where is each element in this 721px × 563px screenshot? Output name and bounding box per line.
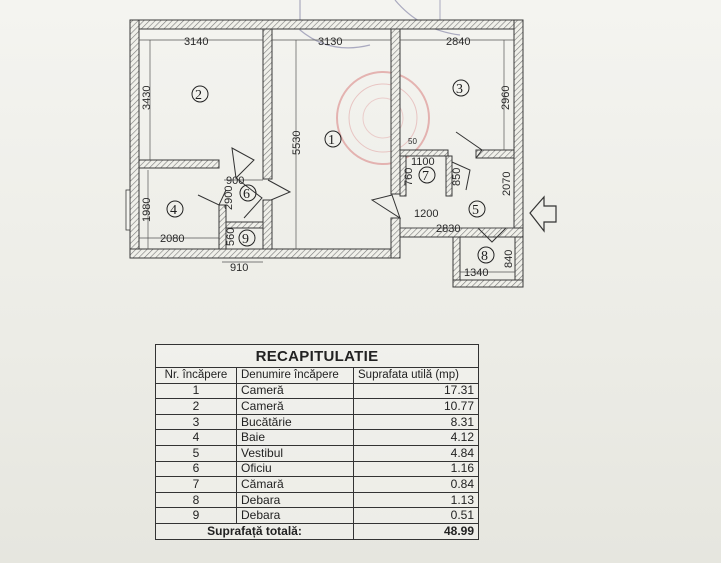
row-area: 17.31 bbox=[353, 382, 479, 400]
dim-2840: 2840 bbox=[446, 36, 470, 48]
recap-table: RECAPITULATIE Nr. încăpere Denumire încă… bbox=[155, 344, 479, 540]
dim-5530: 5530 bbox=[291, 131, 303, 155]
row-area: 0.84 bbox=[353, 476, 479, 493]
row-area: 4.84 bbox=[353, 444, 479, 462]
dim-1100: 1100 bbox=[411, 156, 435, 168]
walls bbox=[125, 19, 524, 288]
row-nr: 7 bbox=[155, 476, 237, 493]
row-nr: 4 bbox=[155, 429, 237, 446]
row-name: Debara bbox=[236, 491, 354, 509]
row-area: 1.13 bbox=[353, 491, 479, 509]
dim-2960: 2960 bbox=[500, 86, 512, 110]
dim-2900: 2900 bbox=[223, 186, 235, 210]
row-nr: 5 bbox=[155, 444, 237, 462]
doors bbox=[197, 131, 507, 243]
dim-910: 910 bbox=[230, 262, 248, 274]
row-area: 8.31 bbox=[353, 413, 479, 431]
dim-1340: 1340 bbox=[464, 267, 488, 279]
row-nr: 1 bbox=[155, 382, 237, 400]
table-row: 8 Debara 1.13 bbox=[155, 491, 479, 509]
row-nr: 2 bbox=[155, 398, 237, 415]
header-name: Denumire încăpere bbox=[236, 367, 354, 384]
table-row: 2 Cameră 10.77 bbox=[155, 398, 479, 415]
stamp-red bbox=[336, 71, 430, 165]
table-row: 3 Bucătărie 8.31 bbox=[155, 413, 479, 431]
dim-560: 560 bbox=[225, 228, 237, 246]
header-area: Suprafata utilă (mp) bbox=[353, 367, 479, 384]
recap-title: RECAPITULATIE bbox=[155, 344, 479, 368]
row-area: 0.51 bbox=[353, 507, 479, 524]
dim-3430: 3430 bbox=[141, 86, 153, 110]
row-area: 10.77 bbox=[353, 398, 479, 415]
row-nr: 8 bbox=[155, 491, 237, 509]
room-number-7: 7 bbox=[422, 169, 429, 184]
dim-900: 900 bbox=[226, 175, 244, 187]
row-name: Bucătărie bbox=[236, 413, 354, 431]
dim-840: 840 bbox=[503, 250, 515, 268]
total-row: Suprafață totală: 48.99 bbox=[155, 522, 479, 540]
dimension-lines bbox=[139, 39, 515, 273]
room-number-4: 4 bbox=[170, 203, 177, 218]
table-row: 4 Baie 4.12 bbox=[155, 429, 479, 446]
entrance-arrow-icon bbox=[529, 195, 557, 233]
row-name: Oficiu bbox=[236, 460, 354, 478]
dim-1980: 1980 bbox=[141, 198, 153, 222]
row-area: 1.16 bbox=[353, 460, 479, 478]
row-name: Cameră bbox=[236, 398, 354, 415]
row-nr: 6 bbox=[155, 460, 237, 478]
room-markers bbox=[166, 79, 495, 264]
dim-760: 760 bbox=[403, 168, 415, 186]
row-nr: 3 bbox=[155, 413, 237, 431]
row-name: Cămară bbox=[236, 476, 354, 493]
dim-850: 850 bbox=[451, 168, 463, 186]
total-value: 48.99 bbox=[353, 522, 479, 540]
dim-2070: 2070 bbox=[501, 172, 513, 196]
row-name: Debara bbox=[236, 507, 354, 524]
room-number-1: 1 bbox=[328, 133, 335, 148]
header-nr: Nr. încăpere bbox=[155, 367, 237, 384]
room-number-5: 5 bbox=[472, 203, 479, 218]
row-name: Baie bbox=[236, 429, 354, 446]
dim-3130: 3130 bbox=[318, 36, 342, 48]
row-name: Vestibul bbox=[236, 444, 354, 462]
room-number-3: 3 bbox=[456, 82, 463, 97]
dim-3140: 3140 bbox=[184, 36, 208, 48]
total-label: Suprafață totală: bbox=[155, 522, 354, 540]
dim-50: 50 bbox=[408, 137, 417, 146]
room-number-6: 6 bbox=[243, 187, 250, 202]
dim-2830: 2830 bbox=[436, 223, 460, 235]
room-number-8: 8 bbox=[481, 249, 488, 264]
row-nr: 9 bbox=[155, 507, 237, 524]
table-row: 6 Oficiu 1.16 bbox=[155, 460, 479, 478]
room-number-2: 2 bbox=[195, 88, 202, 103]
recap-header-row: Nr. încăpere Denumire încăpere Suprafata… bbox=[155, 367, 479, 384]
table-row: 9 Debara 0.51 bbox=[155, 507, 479, 524]
dim-1200: 1200 bbox=[414, 208, 438, 220]
table-row: 1 Cameră 17.31 bbox=[155, 382, 479, 400]
dim-2080: 2080 bbox=[160, 233, 184, 245]
table-row: 5 Vestibul 4.84 bbox=[155, 444, 479, 462]
room-numbers: 2 1 3 4 5 6 7 8 9 bbox=[170, 82, 488, 264]
floor-plan: 3140 3130 2840 3430 5530 2960 1980 2080 … bbox=[125, 0, 557, 288]
row-area: 4.12 bbox=[353, 429, 479, 446]
table-row: 7 Cămară 0.84 bbox=[155, 476, 479, 493]
dimension-labels: 3140 3130 2840 3430 5530 2960 1980 2080 … bbox=[141, 36, 515, 279]
room-number-9: 9 bbox=[242, 232, 249, 247]
row-name: Cameră bbox=[236, 382, 354, 400]
